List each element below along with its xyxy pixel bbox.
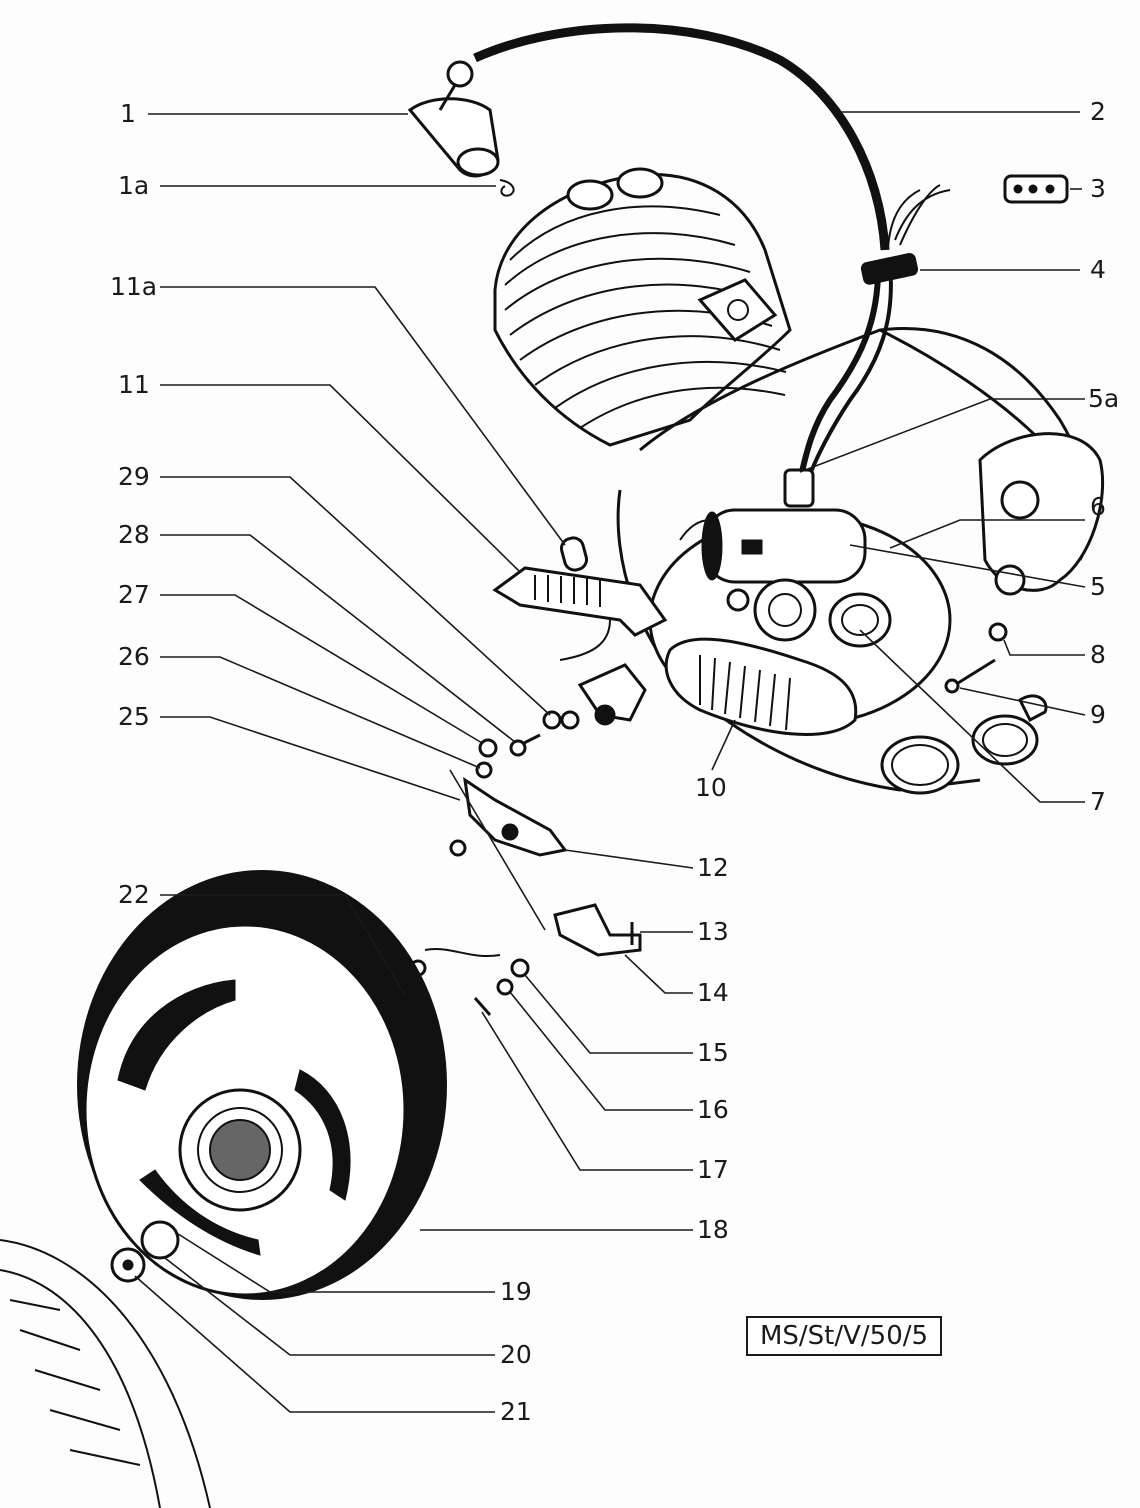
callout-12: 12 <box>697 853 729 882</box>
callout-13: 13 <box>697 917 729 946</box>
callout-4: 4 <box>1090 255 1106 284</box>
callout-9: 9 <box>1090 700 1106 729</box>
terminal-block-illustration <box>1003 174 1069 204</box>
callout-21: 21 <box>500 1397 532 1426</box>
callout-20: 20 <box>500 1340 532 1369</box>
callout-1: 1 <box>120 99 136 128</box>
callout-29: 29 <box>118 462 150 491</box>
flywheel-illustration <box>77 870 447 1300</box>
callout-3: 3 <box>1090 174 1106 203</box>
callout-11a: 11a <box>110 272 157 301</box>
callout-8: 8 <box>1090 640 1106 669</box>
callout-25: 25 <box>118 702 150 731</box>
leader-lines <box>134 111 1086 1413</box>
callout-10: 10 <box>695 773 727 802</box>
callout-11: 11 <box>118 370 150 399</box>
spark-plug-cap-illustration <box>407 60 515 197</box>
callout-17: 17 <box>697 1155 729 1184</box>
callout-1a: 1a <box>118 171 149 200</box>
callout-26: 26 <box>118 642 150 671</box>
callout-16: 16 <box>697 1095 729 1124</box>
drawing-code-label: MS/St/V/50/5 <box>746 1316 942 1356</box>
callout-5: 5 <box>1090 572 1106 601</box>
callout-14: 14 <box>697 978 729 1007</box>
ht-lead-illustration <box>473 23 951 508</box>
small-hardware-illustration <box>397 536 1008 1016</box>
fan-housing-illustration <box>0 1239 211 1508</box>
engine-cylinder-illustration <box>493 167 1105 795</box>
callout-7: 7 <box>1090 787 1106 816</box>
callout-5a: 5a <box>1088 384 1119 413</box>
callout-19: 19 <box>500 1277 532 1306</box>
callout-22: 22 <box>118 880 150 909</box>
callout-18: 18 <box>697 1215 729 1244</box>
callout-labels: 1 1a 2 3 4 5a 6 5 8 9 7 10 11a 11 29 28 … <box>110 97 1119 1426</box>
callout-6: 6 <box>1090 492 1106 521</box>
stator-plate-illustration <box>648 508 952 736</box>
callout-27: 27 <box>118 580 150 609</box>
callout-2: 2 <box>1090 97 1106 126</box>
callout-28: 28 <box>118 520 150 549</box>
callout-15: 15 <box>697 1038 729 1067</box>
